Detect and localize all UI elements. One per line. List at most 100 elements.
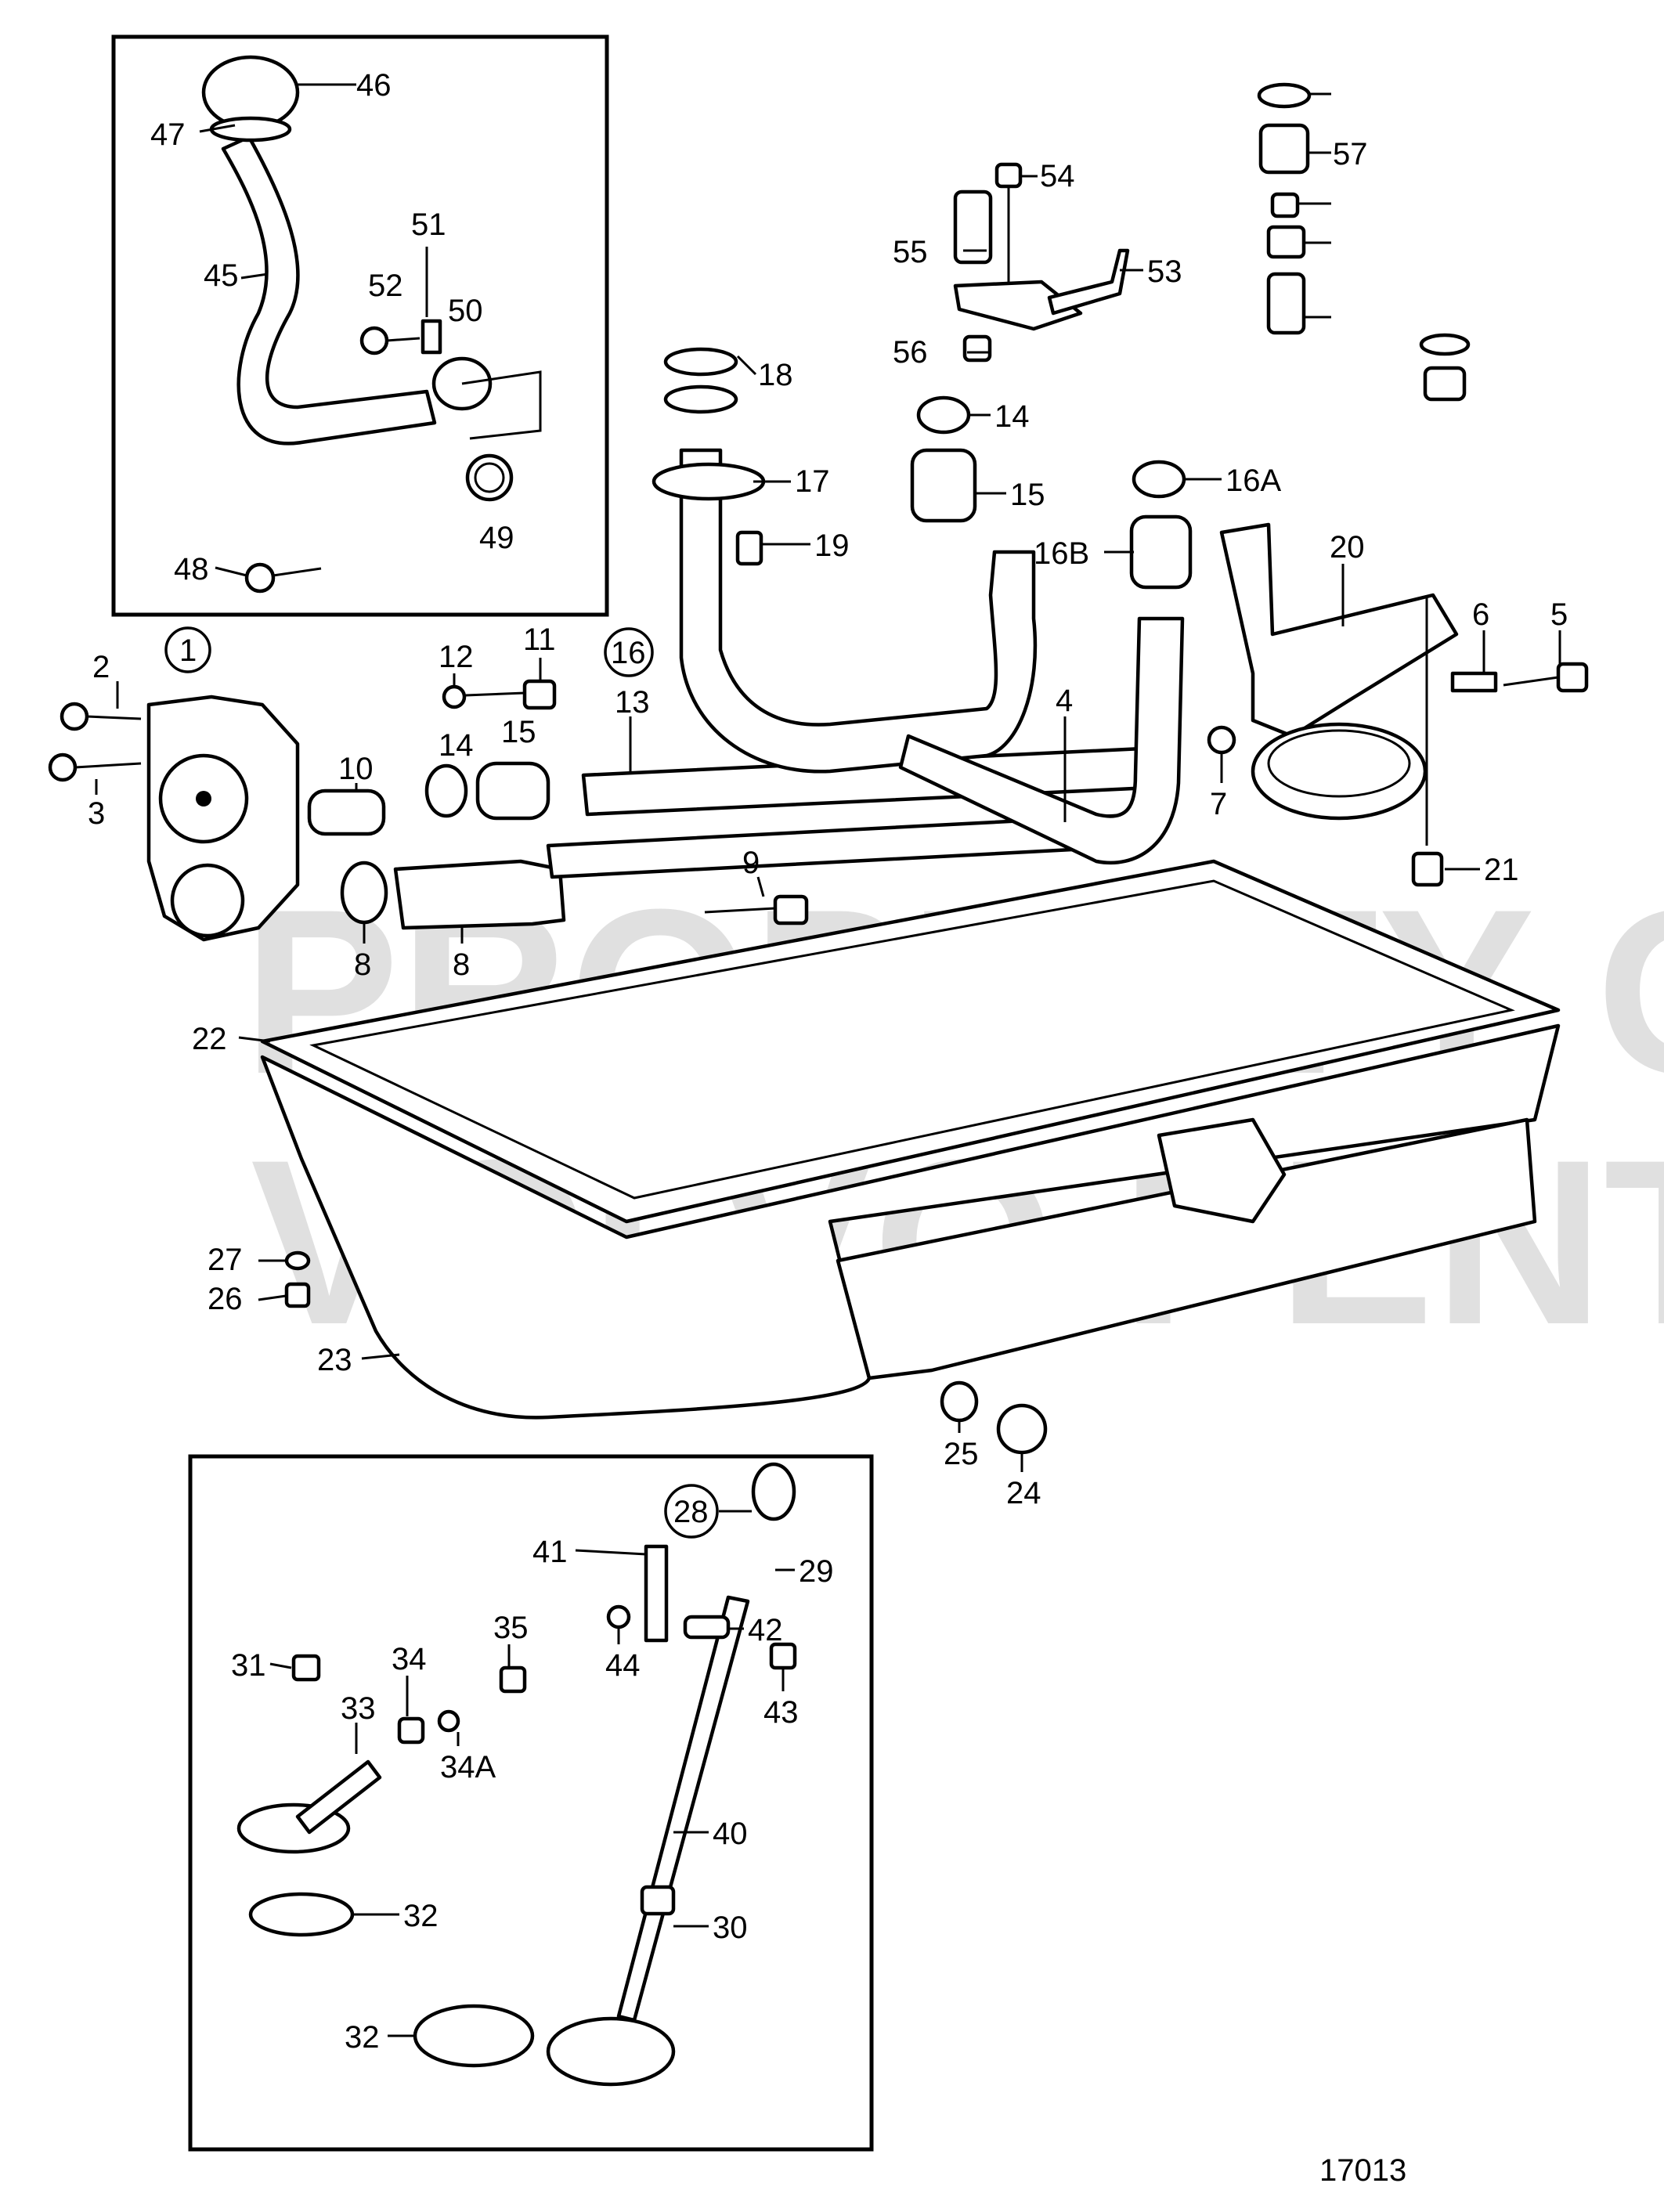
pump-gear-lower [170,863,245,938]
sensor-57 [1266,272,1306,335]
callout-27: 27 [208,1243,243,1277]
callout-22: 22 [192,1022,227,1056]
oil-sump [260,859,1561,1455]
o-ring-18b [663,384,738,414]
callout-19: 19 [814,529,850,563]
callout-3: 3 [88,796,105,831]
sensor-plate [953,280,1083,331]
callout-8a: 8 [354,947,371,982]
o-ring [465,453,514,502]
strainer-assembly [1207,522,1589,887]
callout-42: 46 [356,68,392,103]
callout-33: 33 [341,1691,376,1726]
callout-38: 42 [748,1613,783,1647]
callout-7: 7 [1210,787,1227,821]
callout-40: 44 [605,1648,641,1683]
callout-28-circle [664,1484,719,1539]
o-ring-18a [663,347,738,377]
clamp-bracket [421,319,442,355]
callout-36: 40 [713,1817,748,1851]
bolt-30 [640,1885,676,1916]
callout-16B: 16B [1034,536,1089,571]
dipstick-handle [751,1462,796,1521]
drain-plug-24 [996,1403,1048,1455]
callout-47: 51 [411,207,446,242]
callout-49: 53 [1147,254,1182,289]
dipstick-inset [188,1454,874,2152]
callout-26: 26 [208,1282,243,1316]
sensor-51 [953,189,993,265]
callout-13: 13 [615,685,650,720]
callout-8b: 8 [453,947,470,982]
callout-4: 4 [1056,684,1073,718]
clamp-38 [683,1615,731,1640]
bolt-31 [291,1654,321,1682]
callout-16A: 16A [1225,464,1281,498]
washer-27 [284,1250,311,1271]
callout-44: 48 [174,552,209,586]
callout-46: 50 [448,294,483,328]
seal-8 [340,861,388,925]
adapter-56 [1266,225,1306,259]
callout-16: 16 [611,636,646,670]
pipe-33 [295,1759,382,1835]
bracket-37 [644,1544,669,1643]
bolt-11 [522,679,557,710]
callout-17: 17 [795,464,830,499]
oil-pump [48,679,809,942]
callout-2: 2 [92,650,110,684]
callout-51: 55 [893,235,928,269]
callout-48: 52 [368,269,403,303]
callout-41: 45 [204,258,239,293]
callout-23: 23 [317,1343,352,1377]
flange-17 [652,462,766,501]
inset-frame-filler [111,34,609,617]
callout-45: 49 [479,521,514,555]
callout-34: 34 [392,1642,427,1676]
callout-34A: 34A [440,1750,496,1784]
callout-labels: 46 47 45 51 52 50 49 48 1 2 3 10 12 11 1… [88,68,1568,2188]
plate-6 [1450,671,1498,693]
callout-50: 54 [1040,159,1075,193]
callout-24: 24 [1006,1476,1041,1510]
inset-frame-dipstick [188,1454,874,2152]
union-10 [307,788,386,836]
bolt-5 [1556,662,1589,693]
seal-55 [1270,192,1300,218]
sump-deep-section [836,1117,1537,1380]
callout-10: 10 [338,752,374,786]
bolt-35 [499,1665,527,1694]
callout-31: 31 [231,1648,266,1683]
callout-20: 20 [1330,530,1365,565]
cap-seal [209,116,292,143]
callout-29: 29 [799,1554,834,1589]
seal-34 [397,1716,425,1745]
suction-pipes [546,347,1193,879]
callout-30: 30 [713,1911,748,1945]
callout-14b: 14 [994,399,1030,434]
pipe-16-right [898,616,1185,865]
callout-16-circle [604,627,654,677]
washer-12 [442,684,467,709]
bolt-26 [284,1282,311,1308]
bolt-21 [1411,851,1444,887]
leader-lines [95,83,1561,2037]
callout-18: 18 [758,358,793,392]
callout-25: 25 [944,1437,979,1471]
bracket-49 [1047,248,1130,316]
callout-37: 41 [532,1535,568,1569]
callout-6: 6 [1472,597,1489,632]
tube-flange [546,2016,676,2087]
ring-extra [1419,333,1471,356]
cap-50 [994,162,1023,189]
callout-35: 35 [493,1611,529,1645]
filler-pipe [221,135,437,446]
callout-9: 9 [742,846,760,880]
callout-5: 5 [1550,597,1568,632]
callout-1: 1 [179,633,197,668]
fitting-53 [1258,123,1310,175]
callout-39: 43 [763,1695,799,1730]
gasket-22 [260,859,1561,1224]
